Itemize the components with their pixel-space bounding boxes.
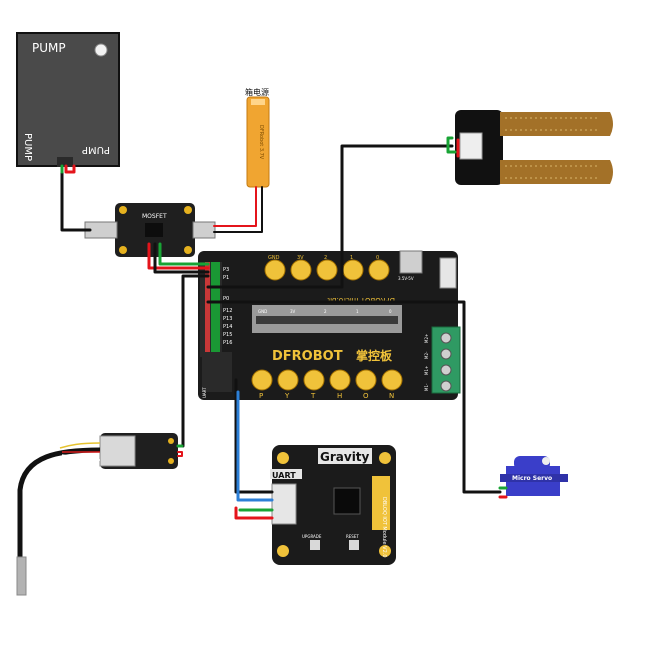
iot-module-name: DBLOQ IOT Module V2.0 bbox=[381, 497, 387, 558]
pump-port bbox=[94, 43, 108, 57]
python-letter-o: O bbox=[363, 392, 369, 400]
slot-label-0: 0 bbox=[389, 309, 392, 314]
power-jack bbox=[399, 250, 423, 274]
motor-terminal bbox=[431, 326, 461, 394]
left-pin-p1: P1 bbox=[223, 275, 229, 281]
left-pin-p14: P14 bbox=[223, 324, 232, 330]
soil-moisture-sensor bbox=[455, 110, 613, 185]
battery-label: 箱电源 bbox=[245, 87, 269, 97]
edge-connector-slot bbox=[252, 305, 402, 333]
iot-title: Gravity bbox=[320, 450, 370, 464]
top-edge-pads bbox=[264, 259, 390, 281]
python-letter-t: T bbox=[310, 392, 316, 400]
left-pin-p3: P3 bbox=[223, 267, 229, 273]
top-pin-gnd: GND bbox=[268, 255, 280, 261]
python-letter-h: H bbox=[337, 392, 342, 400]
motor-label-m2p: M2+ bbox=[424, 334, 429, 343]
pump-connector bbox=[57, 157, 73, 167]
iot-uart-label: UART bbox=[272, 471, 296, 480]
board-cn-name: 掌控板 bbox=[356, 348, 393, 363]
power-switch bbox=[439, 257, 457, 289]
slot-label-1: 1 bbox=[356, 309, 359, 314]
board-brand-top: DFROBOT micro:bit bbox=[327, 296, 395, 304]
slot-label-2: 2 bbox=[324, 309, 327, 314]
board-uart-header bbox=[202, 352, 232, 392]
slot-label-3v: 3V bbox=[290, 309, 296, 314]
board-uart-label: UART bbox=[202, 387, 207, 398]
left-pin-p12: P12 bbox=[223, 308, 232, 314]
left-pin-p15: P15 bbox=[223, 332, 232, 338]
python-letter-n: N bbox=[389, 392, 394, 400]
left-pin-p13: P13 bbox=[223, 316, 232, 322]
top-pin-1: 1 bbox=[350, 255, 353, 261]
mosfet-label: MOSFET bbox=[142, 213, 167, 220]
board-brand: DFROBOT bbox=[272, 349, 343, 364]
mosfet-module: MOSFET bbox=[84, 203, 216, 257]
pump-side-label-left: PUMP bbox=[22, 133, 33, 161]
motor-label-m1p: M1+ bbox=[424, 366, 429, 375]
slot-label-gnd: GND bbox=[258, 309, 267, 314]
iot-module: Gravity UART DBLOQ IOT Module V2.0 UPGRA… bbox=[270, 445, 396, 565]
power-label: 3.5V-5V bbox=[398, 276, 414, 281]
expansion-board: GND 3V 2 1 0 DFROBOT micro:bit P3 P1 P0 … bbox=[198, 250, 461, 400]
pump-side-label-right: PUMP bbox=[82, 144, 110, 155]
micro-servo: Micro Servo bbox=[500, 456, 568, 496]
top-pin-3v: 3V bbox=[297, 255, 304, 261]
left-pin-p16: P16 bbox=[223, 340, 232, 346]
python-pads bbox=[251, 369, 403, 391]
pump-label: PUMP bbox=[32, 41, 66, 55]
iot-btn-reset: RESET bbox=[346, 534, 359, 539]
battery: 箱电源 DFRobot 3.7V bbox=[245, 87, 270, 188]
wires bbox=[60, 136, 508, 520]
servo-label: Micro Servo bbox=[512, 475, 552, 482]
battery-body-text: DFRobot 3.7V bbox=[258, 125, 264, 160]
left-pin-p0: P0 bbox=[223, 296, 229, 302]
motor-label-m1n: M1- bbox=[424, 383, 429, 391]
top-pin-2: 2 bbox=[324, 255, 327, 261]
pump: PUMP PUMP PUMP bbox=[16, 32, 120, 167]
python-letter-p: P bbox=[259, 392, 263, 400]
top-pin-0: 0 bbox=[376, 255, 379, 261]
temperature-sensor bbox=[16, 433, 178, 596]
motor-label-m2n: M2- bbox=[424, 351, 429, 359]
python-letter-y: Y bbox=[284, 392, 290, 400]
iot-btn-upgrade: UPGRADE bbox=[302, 534, 322, 539]
